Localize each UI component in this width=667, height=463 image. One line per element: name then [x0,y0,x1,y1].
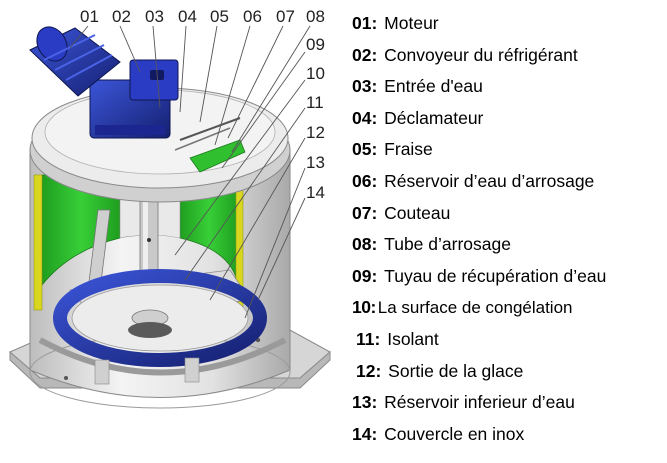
callout-12: 12 [306,123,325,142]
legend-number: 11: [356,328,381,349]
legend-label: Entrée d'eau [384,76,483,97]
legend-item: 06: Réservoir d’eau d’arrosage [352,166,664,198]
legend-item: 13: Réservoir inferieur d’eau [352,387,664,419]
legend-label: Couteau [384,202,451,223]
callout-06: 06 [243,7,262,26]
callout-03: 03 [145,7,164,26]
callout-13: 13 [306,153,325,172]
legend-number: 10: [352,297,376,318]
callout-05: 05 [210,7,229,26]
legend-number: 05: [352,139,378,160]
legend-item: 02: Convoyeur du réfrigérant [352,40,664,72]
callout-07: 07 [276,7,295,26]
spray-reservoir [174,117,246,173]
ice-machine-illustration: 01 02 03 04 05 06 07 08 09 10 11 12 13 1… [9,7,331,409]
legend-label: La surface de congélation [377,298,573,318]
legend-number: 14: [352,423,378,444]
legend-label: Réservoir inferieur d’eau [384,392,575,413]
callout-02: 02 [112,7,131,26]
freezing-surface [53,269,267,367]
legend-label: Moteur [384,13,439,33]
legend-item: 01: Moteur [352,8,664,40]
bottom-ring [38,337,287,385]
legend-number: 04: [352,107,378,128]
legend-item: 08: Tube d’arrosage [352,229,664,261]
legend-label: Tuyau de récupération d’eau [384,265,607,286]
callout-11: 11 [306,93,324,112]
legend-number: 02: [352,44,378,65]
callout-08: 08 [306,7,325,26]
legend-item: 03: Entrée d'eau [352,71,664,103]
legend-label: Sortie de la glace [388,360,524,381]
legend-label: Réservoir d’eau d’arrosage [384,170,595,191]
legend-number: 09: [352,265,378,286]
legend-number: 01: [352,13,378,33]
legend-number: 06: [352,170,378,191]
legend-number: 08: [352,234,378,255]
legend-item: 07: Couteau [352,198,664,230]
legend-number: 07: [352,202,378,223]
callout-14: 14 [306,183,325,202]
legend-label: Fraise [384,139,433,160]
legend-label: Tube d’arrosage [384,234,511,255]
legend-number: 12: [356,360,382,381]
legend-label: Couvercle en inox [384,423,525,444]
legend-label: Déclamateur [384,107,484,128]
legend-item: 12: Sortie de la glace [352,356,664,388]
legend-label: Isolant [387,328,439,349]
legend-item: 14: Couvercle en inox [352,419,664,451]
motor [29,26,179,139]
legend-label: Convoyeur du réfrigérant [384,44,578,65]
callout-01: 01 [80,7,99,26]
legend-item: 11: Isolant [352,324,664,356]
callout-numbers: 01 02 03 04 05 06 07 08 09 10 11 12 13 1… [80,7,325,202]
legend-item: 04: Déclamateur [352,103,664,135]
callout-09: 09 [306,35,325,54]
callout-10: 10 [306,64,325,83]
legend-number: 03: [352,76,378,97]
leader-lines [69,25,311,319]
callout-04: 04 [178,7,197,26]
legend-item: 05: Fraise [352,134,664,166]
legend-number: 13: [352,392,378,413]
parts-legend: 01: Moteur 02: Convoyeur du réfrigérant … [352,8,664,450]
legend-item: 10:La surface de congélation [352,292,664,324]
legend-item: 09: Tuyau de récupération d’eau [352,261,664,293]
